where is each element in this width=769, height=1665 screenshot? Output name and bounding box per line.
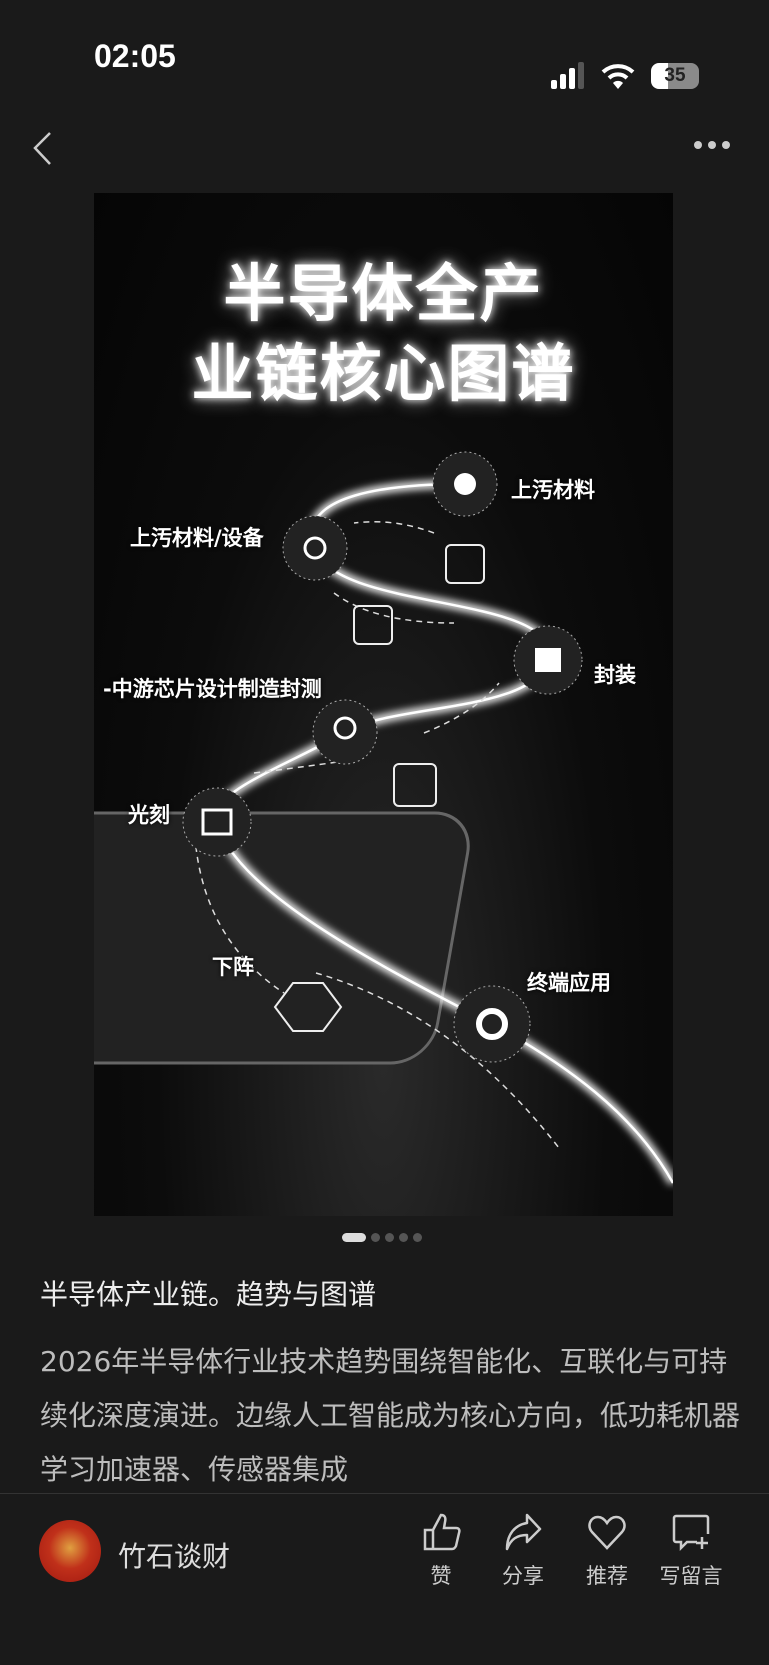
like-button[interactable]: 赞	[401, 1512, 481, 1590]
chain-diagram	[94, 451, 673, 1185]
label-end-application: 终端应用	[527, 971, 611, 995]
post-title: 半导体产业链。趋势与图谱	[40, 1278, 377, 1311]
label-packaging: 封装	[594, 663, 636, 687]
divider	[0, 1493, 769, 1494]
recommend-button[interactable]: 推荐	[567, 1512, 647, 1590]
label-upstream-equipment: 上汚材料/设备	[130, 526, 264, 550]
share-button[interactable]: 分享	[483, 1512, 563, 1590]
heart-icon	[588, 1515, 626, 1550]
carousel-dot[interactable]	[413, 1233, 422, 1242]
wifi-icon	[601, 64, 635, 89]
battery-indicator: 35	[651, 63, 699, 89]
like-label: 赞	[430, 1564, 452, 1588]
post-image[interactable]: 半导体全产 业链核心图谱 上汚材料 上汚材料/设备 封装 -中游芯片设计制造封测…	[94, 193, 673, 1216]
recommend-label: 推荐	[586, 1564, 628, 1588]
carousel-dot[interactable]	[385, 1233, 394, 1242]
carousel-dot[interactable]	[399, 1233, 408, 1242]
share-icon	[505, 1513, 542, 1551]
share-label: 分享	[502, 1564, 544, 1588]
label-downstream: 下阵	[212, 955, 254, 979]
carousel-dot[interactable]	[371, 1233, 380, 1242]
label-lithography: 光刻	[128, 803, 170, 827]
author-avatar[interactable]	[39, 1520, 101, 1582]
status-time: 02:05	[94, 38, 176, 74]
carousel-indicator[interactable]	[342, 1233, 422, 1242]
hero-title-line2: 业链核心图谱	[191, 337, 576, 410]
post-body: 2026年半导体行业技术趋势围绕智能化、互联化与可持续化深度演进。边缘人工智能成…	[40, 1345, 741, 1486]
comment-add-icon	[672, 1514, 710, 1552]
hero-title-line1: 半导体全产	[223, 257, 544, 330]
back-button[interactable]	[30, 130, 54, 166]
author-name[interactable]: 竹石谈财	[118, 1540, 231, 1573]
thumbs-up-icon	[423, 1513, 461, 1551]
node-circles	[182, 451, 583, 1063]
label-upstream-materials: 上汚材料	[511, 478, 595, 502]
comment-button[interactable]: 写留言	[651, 1512, 731, 1590]
carousel-dot[interactable]	[342, 1233, 366, 1242]
comment-label: 写留言	[659, 1564, 723, 1588]
label-midstream: -中游芯片设计制造封测	[103, 677, 322, 701]
more-button[interactable]	[693, 140, 733, 150]
signal-icon	[551, 62, 584, 89]
